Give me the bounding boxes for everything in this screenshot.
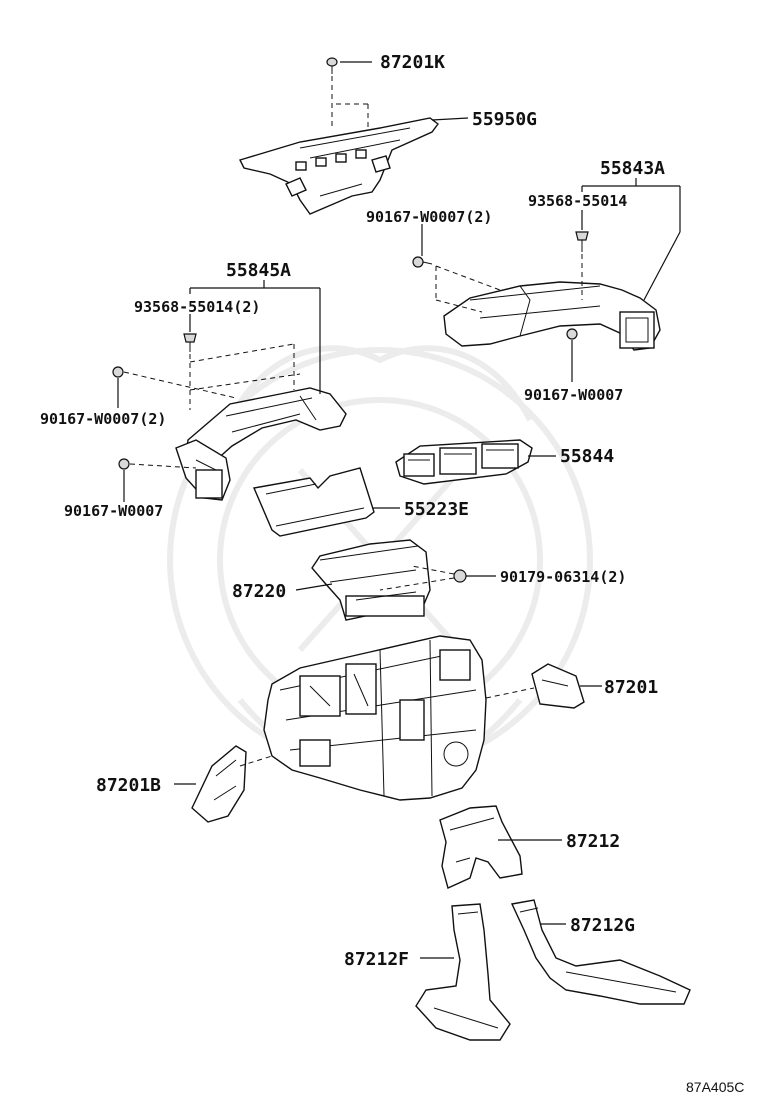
screw-90167-w0007-right [566,328,578,382]
part-55845a-duct [175,387,347,501]
clip-87201k [326,57,338,74]
dash-90167-top-c [435,299,483,313]
label-87212: 87212 [566,831,620,852]
dash-87201 [485,687,535,699]
label-87220: 87220 [232,581,286,602]
label-87212g: 87212G [570,915,635,936]
label-87201b: 87201B [96,775,161,796]
dash-87201b [239,755,273,767]
label-90167-w0007-left: 90167-W0007 [64,502,163,520]
dash-93568-left-d [189,373,301,391]
label-87201k: 87201K [380,52,445,73]
label-93568-55014-2: 93568-55014(2) [134,298,260,316]
part-hvac-unit [263,635,487,801]
screw-93568-55014-right [575,210,589,252]
leader-55843a-right-b [643,231,681,301]
dash-90179-b [379,577,455,591]
label-90167-w0007-2-top: 90167-W0007(2) [366,208,492,226]
dash-90167-left-upper [123,371,237,399]
nut-90179-06314 [453,569,467,583]
part-87201b-bracket [191,745,247,823]
label-87201: 87201 [604,677,658,698]
label-55950g: 55950G [472,109,537,130]
part-87220-duct [311,539,431,621]
dash-90167-top-a [435,265,501,291]
dash-90179-a [411,565,455,575]
screw-90167-w0007-left-upper [112,366,124,408]
part-87212f-duct [415,903,511,1041]
leader-55950g [431,117,469,121]
part-55843a-duct [443,281,661,351]
diagram-code: 87A405C [686,1079,744,1095]
screw-90167-w0007-top [412,224,433,268]
label-55845a: 55845A [226,260,291,281]
part-87212-duct [439,805,523,889]
screw-90167-w0007-left-lower [118,458,130,502]
label-55844: 55844 [560,446,614,467]
label-87212f: 87212F [344,949,409,970]
part-87212g-duct [510,899,691,1005]
leader-87220 [295,583,333,591]
label-90167-w0007-right: 90167-W0007 [524,386,623,404]
part-55223e-panel [253,467,375,537]
part-55844-register [395,439,533,485]
label-93568-55014: 93568-55014 [528,192,627,210]
label-55223e: 55223E [404,499,469,520]
screw-93568-55014-left [183,314,197,352]
part-87201-bracket [531,663,585,709]
dash-90167-left-lower [129,463,197,469]
label-90167-w0007-2-left: 90167-W0007(2) [40,410,166,428]
dash-93568-left-b [189,343,295,363]
part-55950g-duct [239,117,439,215]
label-90179-06314-2: 90179-06314(2) [500,568,626,586]
label-55843a: 55843A [600,158,665,179]
